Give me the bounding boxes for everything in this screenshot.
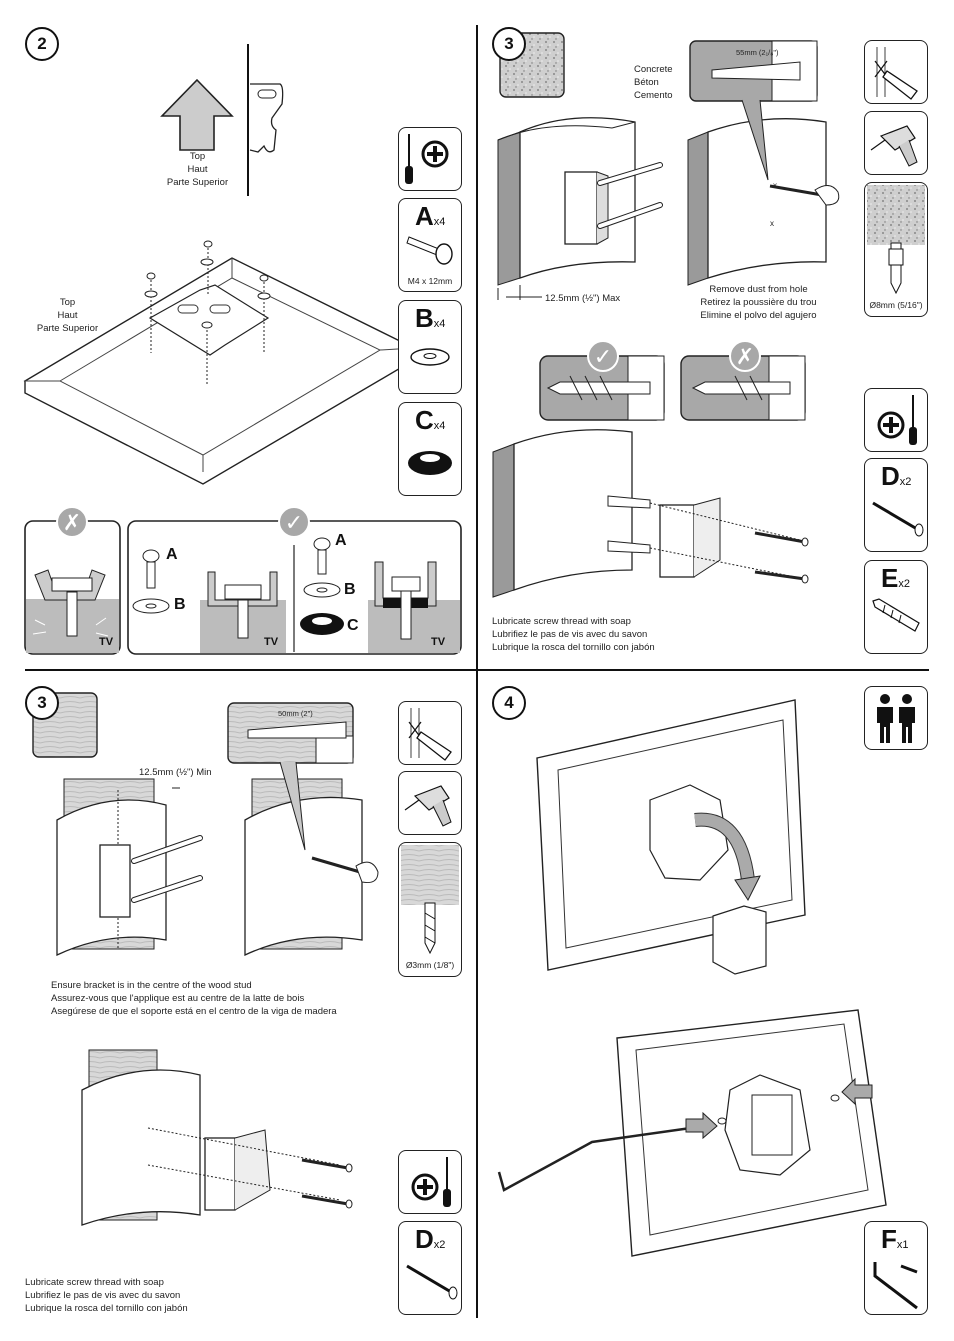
part-d-box: Dx2 (398, 1221, 462, 1315)
two-person-icon (877, 694, 915, 743)
drill-bit-icon (401, 845, 459, 955)
min-distance: 12.5mm (½") Min (139, 767, 212, 778)
drill-bit-icon (867, 185, 925, 295)
spacer-icon (408, 451, 452, 475)
svg-text:✓: ✓ (285, 511, 303, 536)
part-label-b: B (344, 581, 356, 598)
screw-icon (406, 236, 453, 265)
wrong-icon (729, 340, 761, 372)
wood-screw-icon (872, 501, 924, 537)
max-distance: 12.5mm (½") Max (545, 293, 621, 304)
pencil-box (398, 701, 462, 765)
part-letter: Dx2 (881, 461, 912, 491)
allen-key-icon (873, 1262, 918, 1310)
correct-icon (278, 506, 310, 538)
wall-plug-icon (872, 598, 920, 632)
drill-bit-box: Ø3mm (1/8") (398, 842, 462, 977)
tv-label: TV (264, 636, 279, 648)
phillips-screwdriver-icon (877, 395, 917, 445)
wrong-icon (56, 506, 88, 538)
center-note: Ensure bracket is in the centre of the w… (51, 980, 337, 1017)
drill-box (398, 771, 462, 835)
screwdriver-box (398, 127, 462, 191)
drill-depth: 55mm (2₁/₈") (736, 48, 779, 57)
wood-screw-icon (406, 1264, 458, 1300)
pencil-icon (408, 708, 452, 761)
part-label-a: A (166, 546, 178, 563)
phillips-screwdriver-icon (411, 1157, 451, 1207)
pencil-icon (874, 47, 918, 100)
drill-bit-box: Ø8mm (5/16") (864, 182, 928, 317)
svg-text:✓: ✓ (594, 345, 612, 370)
part-e-box: Ex2 (864, 560, 928, 654)
part-d-box: Dx2 (864, 458, 928, 552)
part-letter: Cx4 (415, 405, 446, 435)
drill-icon (404, 785, 452, 827)
part-a-box: Ax4 M4 x 12mm (398, 198, 462, 292)
phillips-screwdriver-icon (405, 134, 449, 184)
drill-icon (870, 125, 918, 167)
part-label-c: C (347, 617, 359, 634)
part-spec: M4 x 12mm (407, 276, 453, 286)
pencil-box (864, 40, 928, 104)
correct-icon (587, 340, 619, 372)
step-number: 3 (25, 686, 59, 720)
svg-text:x: x (770, 219, 774, 228)
two-person-box (864, 686, 928, 750)
part-label-a: A (335, 532, 347, 549)
part-label-b: B (174, 596, 186, 613)
tv-label: TV (99, 636, 114, 648)
part-f-box: Fx1 (864, 1221, 928, 1315)
part-c-box: Cx4 (398, 402, 462, 496)
part-letter: Dx2 (415, 1224, 446, 1254)
part-letter: Bx4 (415, 303, 446, 333)
svg-text:✗: ✗ (736, 345, 754, 370)
step-number: 2 (25, 27, 59, 61)
drill-bit-size: Ø3mm (1/8") (405, 960, 455, 970)
drill-box (864, 111, 928, 175)
tv-label: TV (431, 636, 446, 648)
drill-depth: 50mm (2") (278, 709, 313, 718)
drill-bit-size: Ø8mm (5/16") (869, 300, 923, 310)
step-number: 3 (492, 27, 526, 61)
part-letter: Fx1 (881, 1224, 909, 1254)
svg-text:x: x (773, 181, 777, 190)
step-number: 4 (492, 686, 526, 720)
part-b-box: Bx4 (398, 300, 462, 394)
part-letter: Ex2 (881, 563, 910, 593)
screwdriver-box (864, 388, 928, 452)
washer-icon (410, 348, 450, 366)
screwdriver-box (398, 1150, 462, 1214)
part-letter: Ax4 (415, 201, 446, 231)
svg-text:✗: ✗ (63, 511, 81, 536)
up-arrow-icon (160, 78, 234, 151)
